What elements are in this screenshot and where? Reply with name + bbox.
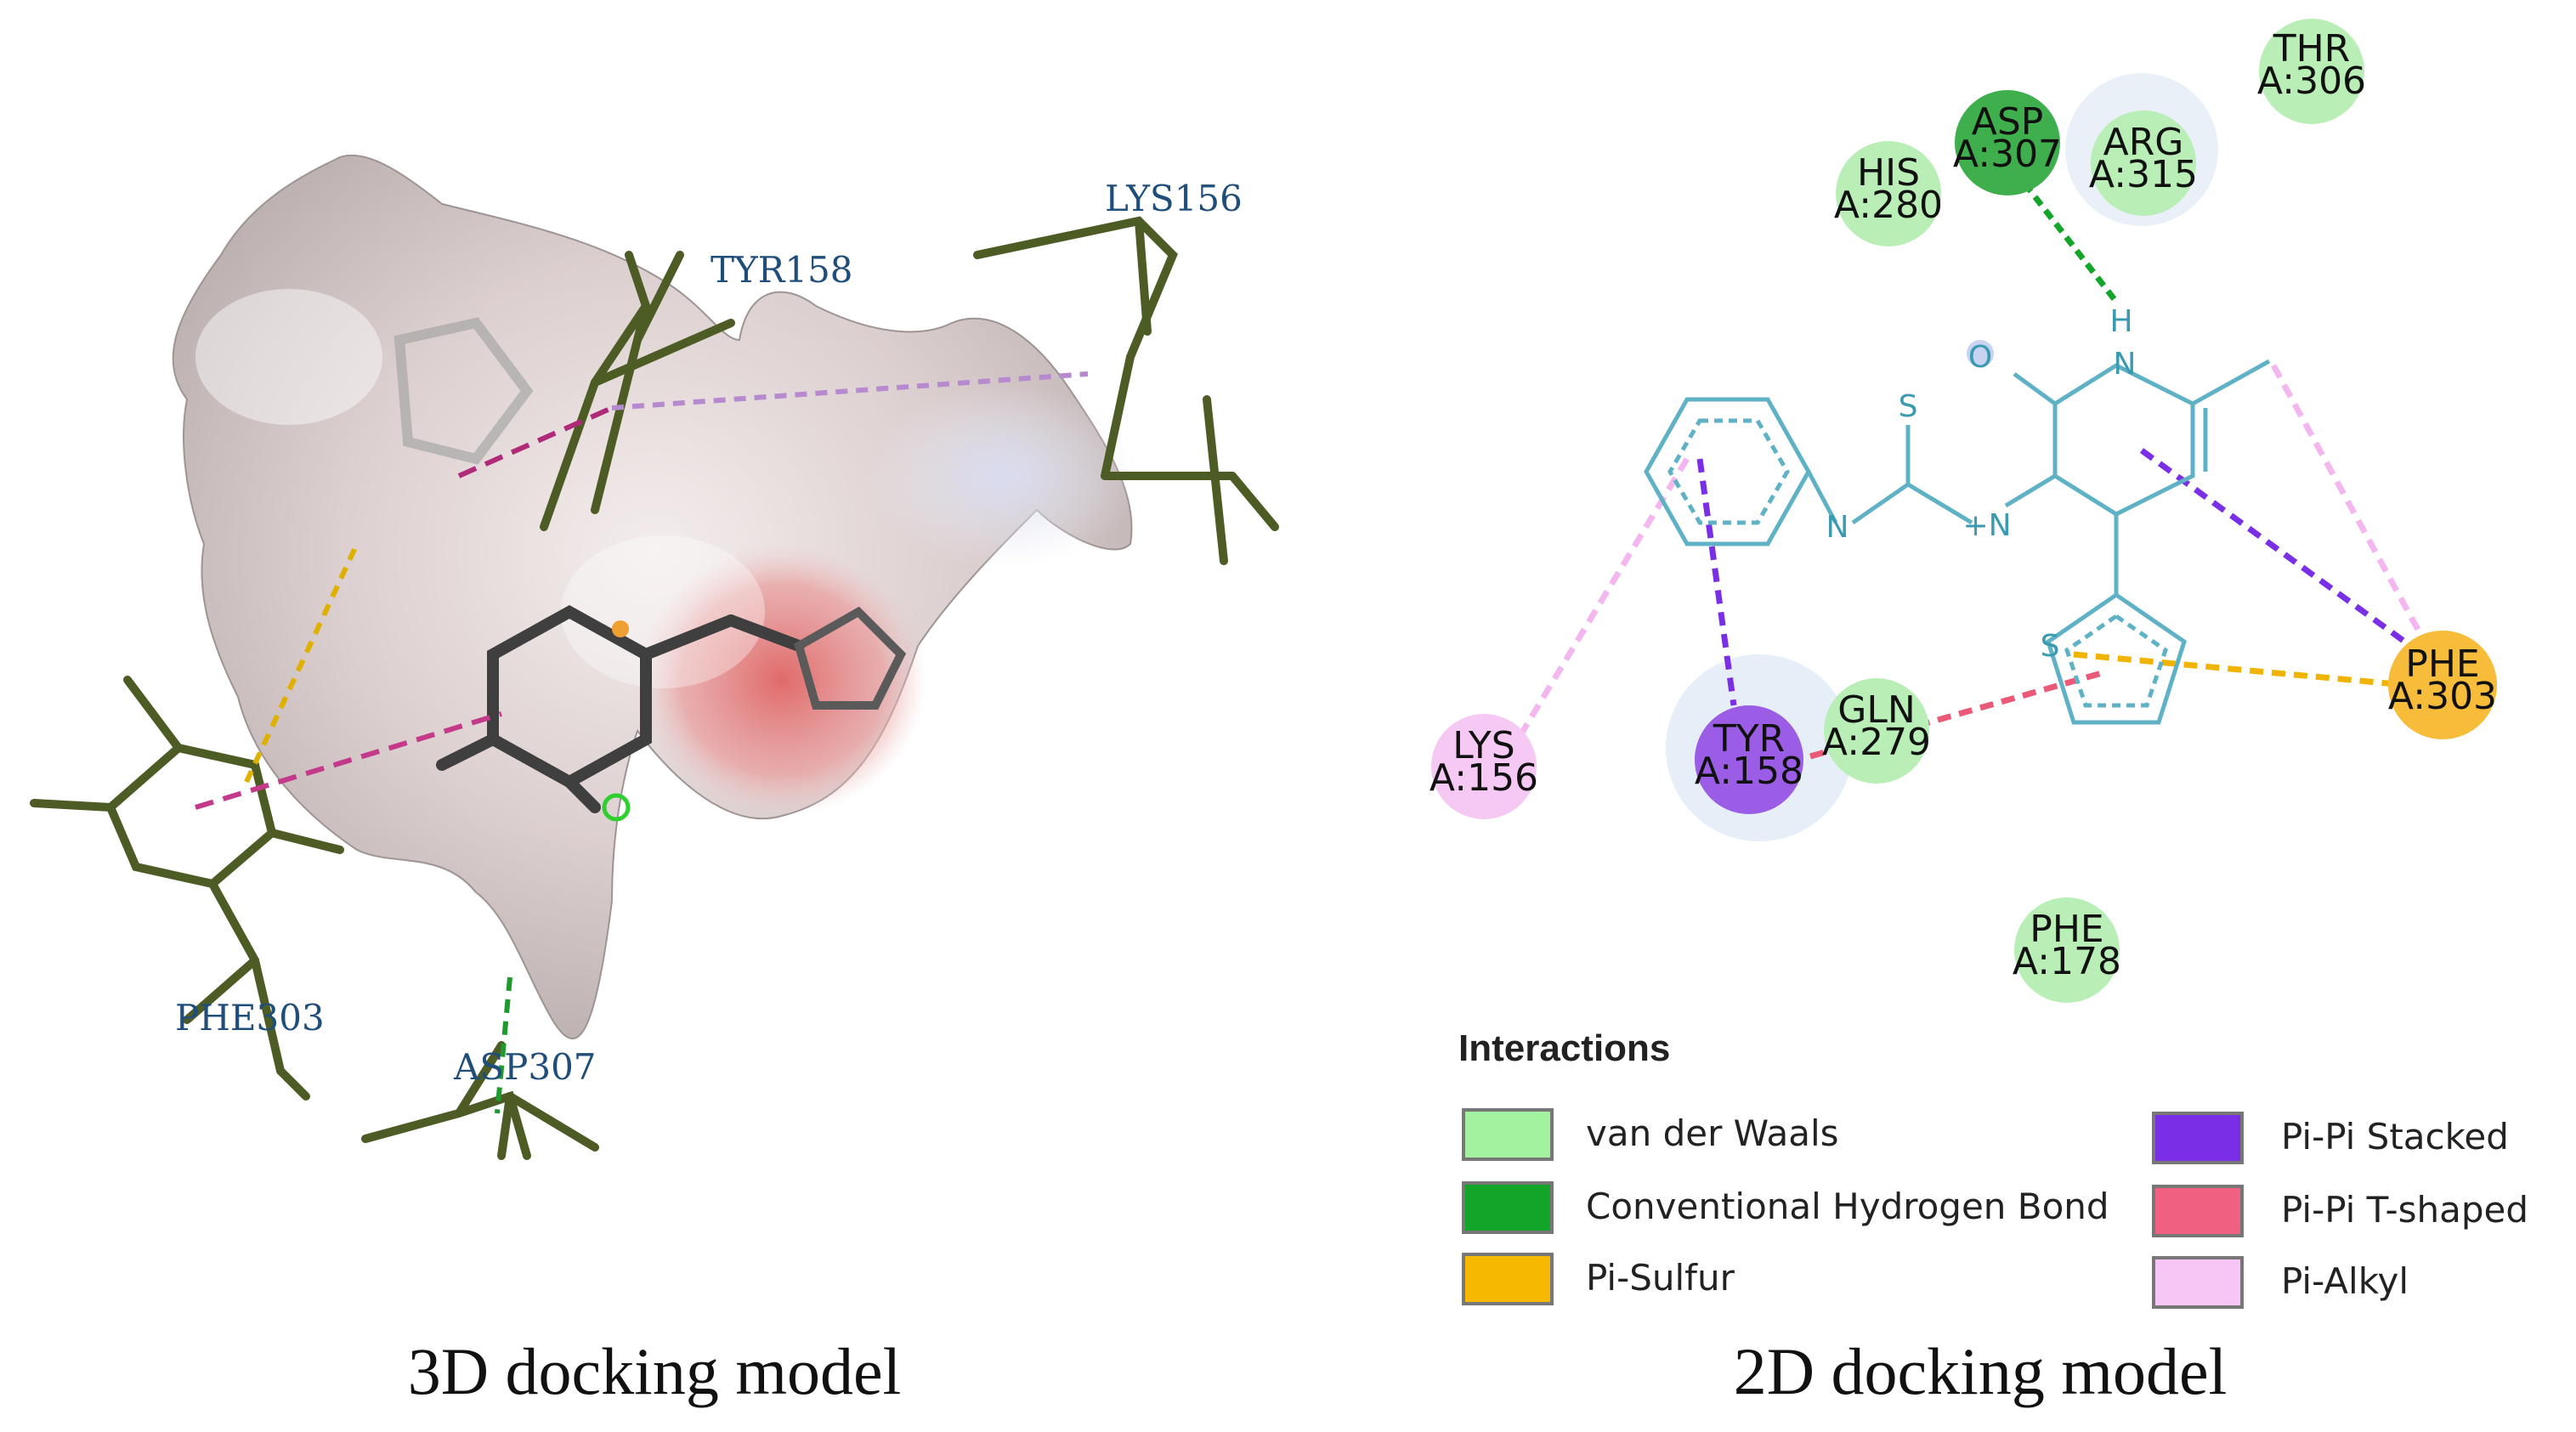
residue-id: A:280	[1834, 184, 1943, 227]
residue-id: A:307	[1953, 133, 2062, 176]
residue-id: A:306	[2257, 59, 2366, 103]
residue-disc	[2014, 897, 2120, 1003]
label-3d-tyr158: TYR158	[711, 249, 853, 291]
hbond-asp307	[2012, 167, 2119, 304]
label-3d-asp307: ASP307	[453, 1046, 597, 1088]
legend-swatch	[2152, 1256, 2244, 1309]
legend-item-pi-pi-stacked: Pi-Pi Stacked	[2152, 1112, 2509, 1164]
atom-s-thiocarbonyl: S	[1899, 389, 1918, 424]
residue-thr306: THR A:306	[2257, 19, 2366, 124]
residue-id: A:279	[1822, 721, 1931, 764]
legend-swatch	[1462, 1181, 1554, 1234]
atom-s-thiophene: S	[2041, 629, 2060, 664]
panel-2d: S O N H N +N S THR A:306 ASP A:307 ARG A…	[1430, 19, 2528, 1408]
residue-name: ASP	[1972, 100, 2044, 144]
legend-item-conventional-hydrogen-bond: Conventional Hydrogen Bond	[1462, 1181, 2109, 1234]
residue-name: TYR	[1713, 717, 1785, 761]
interactions-3d	[195, 371, 1089, 1114]
pipi-stacked-tyr158	[1696, 458, 1737, 706]
pi-sulfur-phe303	[2073, 651, 2398, 688]
residue-lys156: LYS A:156	[1430, 714, 1538, 819]
caption-3d: 3D docking model	[408, 1334, 902, 1408]
interactions-legend: Interactions van der Waals Conventional …	[1458, 1027, 2528, 1309]
residue-tyr158: TYR A:158	[1695, 705, 1803, 814]
legend-item-van-der-waals: van der Waals	[1462, 1108, 1839, 1161]
pi-alkyl-phe303	[2270, 364, 2426, 639]
atom-h-amide: H	[2109, 304, 2132, 339]
label-3d-lys156: LYS156	[1105, 178, 1243, 219]
residue-arg315: ARG A:315	[2089, 110, 2198, 216]
legend-item-pi-pi-t-shaped: Pi-Pi T-shaped	[2152, 1185, 2528, 1237]
residue-name: ARG	[2103, 121, 2184, 164]
pipi-stacked-phe303	[2139, 448, 2425, 657]
caption-2d: 2D docking model	[1734, 1334, 2228, 1408]
residue-his280: HIS A:280	[1834, 141, 1943, 246]
residue-disc	[1695, 705, 1803, 814]
legend-swatch	[1462, 1253, 1554, 1305]
residue-asp307: ASP A:307	[1953, 90, 2062, 195]
residue-disc	[2388, 631, 2497, 739]
pi-alkyl-lys156	[1510, 457, 1690, 750]
residue-name: GLN	[1837, 688, 1916, 732]
residue-gln279: GLN A:279	[1822, 678, 1931, 784]
residue-disc	[1824, 678, 1929, 784]
ligand-3d	[436, 604, 907, 813]
legend-item-pi-alkyl: Pi-Alkyl	[2152, 1256, 2409, 1309]
residue-disc	[2259, 19, 2364, 124]
electrostatic-blue-patch	[867, 382, 1139, 569]
atom-n-amide: N	[2114, 347, 2137, 382]
panel-3d: LYS156 TYR158 PHE303 ASP307 3D docking m…	[30, 154, 1279, 1408]
label-3d-phe303: PHE303	[175, 997, 325, 1039]
legend-label: Conventional Hydrogen Bond	[1586, 1186, 2109, 1227]
residue-disc	[1836, 141, 1941, 246]
residue-name: PHE	[2405, 642, 2479, 686]
residue-disc	[2091, 110, 2196, 216]
legend-label: van der Waals	[1586, 1112, 1839, 1154]
residue-id: A:303	[2388, 675, 2497, 718]
atom-n-cationic: +N	[1962, 508, 2011, 543]
residue-name: PHE	[2030, 908, 2103, 951]
legend-swatch	[2152, 1112, 2244, 1164]
solvent-halo	[1967, 340, 1994, 367]
ligand-2d	[1644, 359, 2271, 725]
residue-name: LYS	[1452, 724, 1514, 767]
legend-label: Pi-Alkyl	[2281, 1260, 2409, 1302]
residue-id: A:158	[1695, 750, 1803, 793]
residue-id: A:156	[1430, 756, 1538, 800]
residue-phe178: PHE A:178	[2013, 897, 2121, 1003]
legend-label: Pi-Pi Stacked	[2281, 1116, 2509, 1157]
residue-phe303: PHE A:303	[2388, 631, 2497, 739]
residue-id: A:178	[2013, 940, 2121, 983]
atom-n-anilino: N	[1826, 510, 1849, 545]
residue-name: HIS	[1857, 151, 1920, 195]
residue-disc	[1431, 714, 1537, 819]
atom-o-carbonyl: O	[1968, 340, 1992, 375]
residue-name: THR	[2273, 27, 2351, 71]
legend-label: Pi-Pi T-shaped	[2281, 1189, 2528, 1231]
residue-id: A:315	[2089, 153, 2198, 196]
legend-swatch	[1462, 1108, 1554, 1161]
legend-swatch	[2152, 1185, 2244, 1237]
residue-disc	[1955, 90, 2060, 195]
legend-item-pi-sulfur: Pi-Sulfur	[1462, 1253, 1735, 1305]
legend-title: Interactions	[1458, 1027, 1670, 1069]
legend-label: Pi-Sulfur	[1586, 1257, 1735, 1299]
